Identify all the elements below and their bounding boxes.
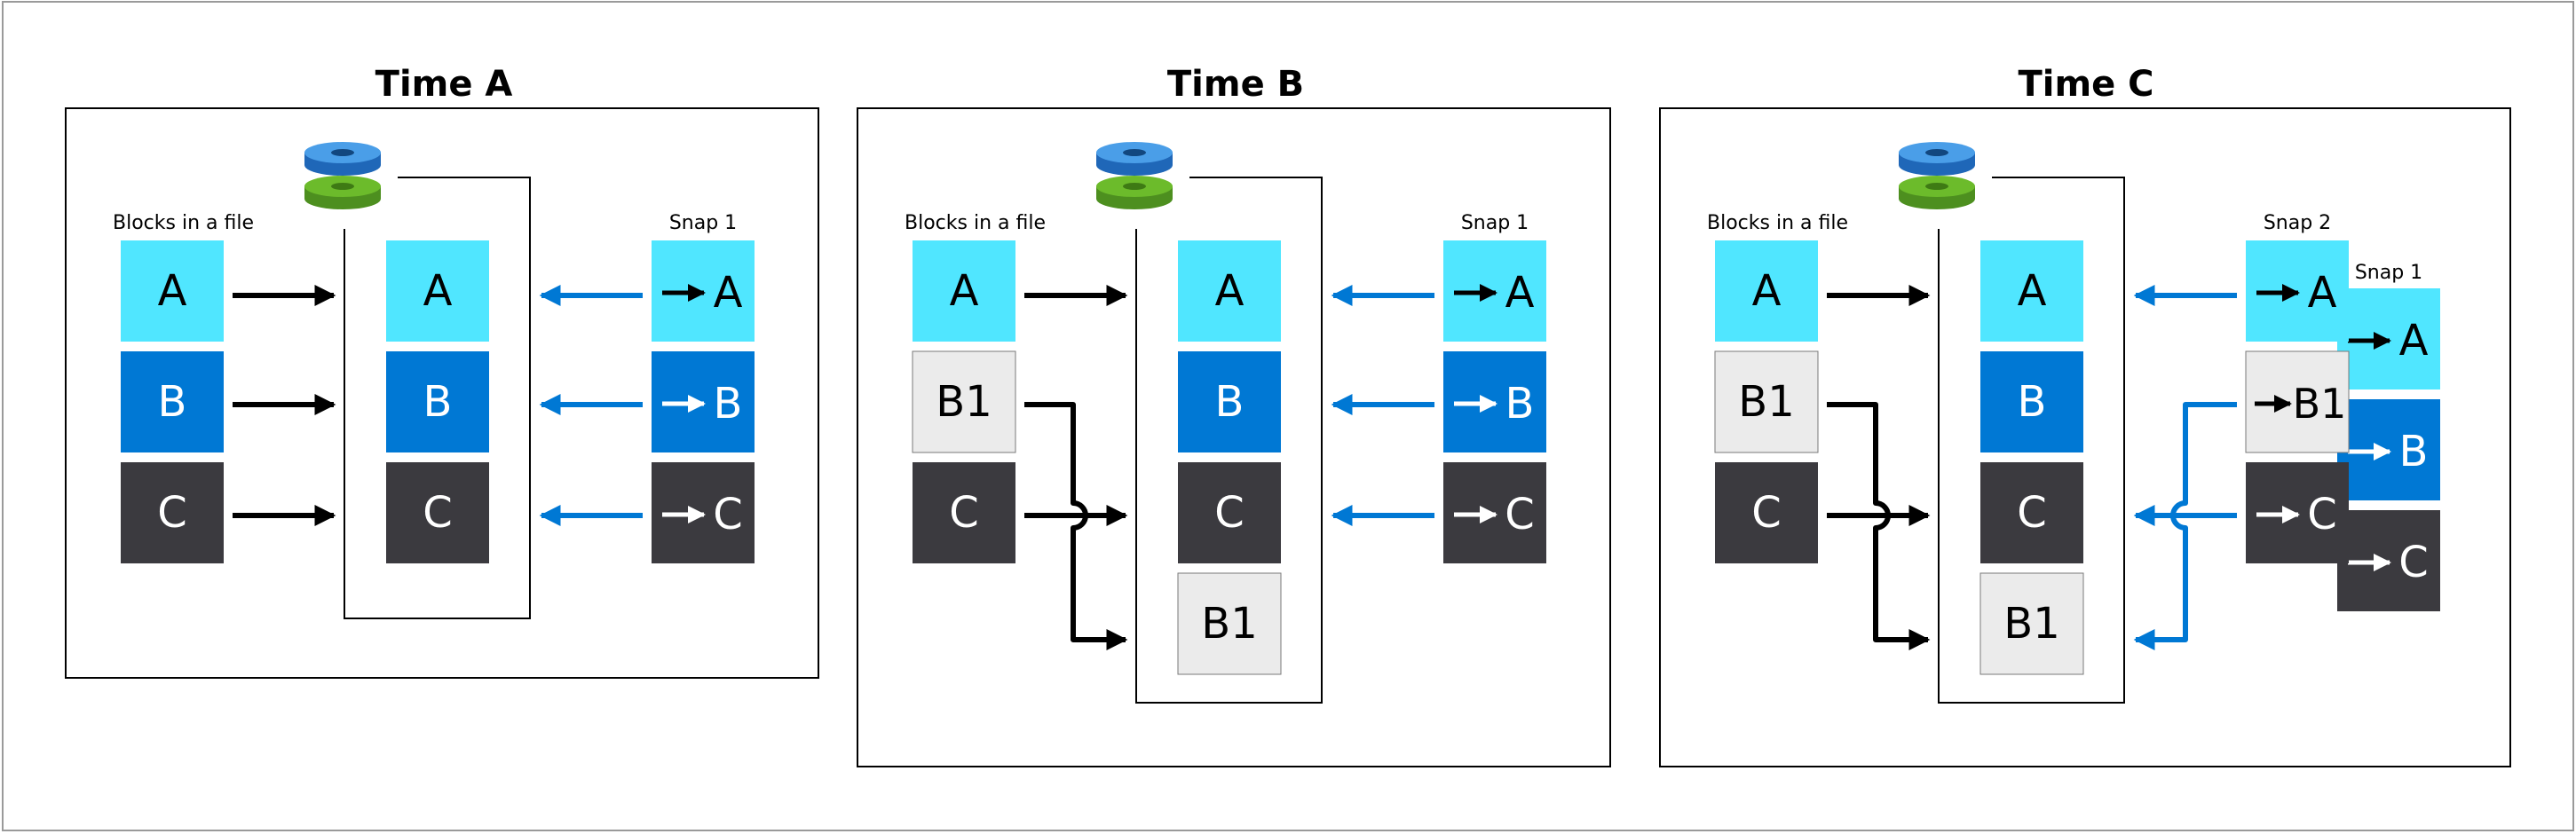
snap-block-a-label: A — [1505, 268, 1535, 318]
storage-block-c-label: C — [2017, 488, 2047, 538]
blocks-in-file-label: Blocks in a file — [905, 212, 1046, 234]
file-block-c — [913, 462, 1015, 563]
storage-bracket — [1938, 177, 2125, 704]
file-block-c — [1715, 462, 1818, 563]
file-block-b — [121, 351, 224, 452]
storage-block-b1 — [1979, 572, 2084, 675]
storage-block-b1-label: B1 — [1201, 599, 1257, 649]
storage-block-a — [386, 240, 489, 342]
snap-block-c-label: C — [713, 490, 743, 539]
storage-block-a-label: A — [423, 266, 453, 316]
storage-block-b-label: B — [423, 377, 453, 427]
storage-disk-icon — [1096, 142, 1173, 209]
storage-block-b1 — [1177, 572, 1282, 675]
storage-disk-icon — [304, 142, 381, 209]
storage-block-b — [386, 351, 489, 452]
snap1-block-a-label: A — [2399, 316, 2429, 366]
panel-title: Time B — [1167, 64, 1304, 105]
storage-block-b1-label: B1 — [2003, 599, 2059, 649]
file-block-c-label: C — [1751, 488, 1782, 538]
snap2-block-b1-label: B1 — [2293, 380, 2347, 428]
snap-label: Snap 1 — [669, 212, 737, 234]
snap1-block-c-label: C — [2398, 538, 2429, 587]
snap-block-b-label: B — [714, 379, 743, 429]
storage-block-a — [1178, 240, 1281, 342]
file-block-a-label: A — [1752, 266, 1782, 316]
storage-block-b-label: B — [1215, 377, 1245, 427]
file-block-b1-label: B1 — [936, 377, 992, 427]
blocks-in-file-label: Blocks in a file — [1707, 212, 1848, 234]
snap-block-b-label: B — [1505, 379, 1535, 429]
panel-time-a: Time A Blocks in a file Snap 1 A B C A B… — [65, 64, 819, 679]
file-block-a-label: A — [158, 266, 187, 316]
storage-block-a — [1980, 240, 2083, 342]
storage-block-c-label: C — [423, 488, 453, 538]
storage-block-b — [1178, 351, 1281, 452]
panel-title: Time A — [375, 64, 513, 105]
storage-bracket — [344, 177, 531, 619]
storage-block-a-label: A — [2018, 266, 2047, 316]
storage-block-c — [1178, 462, 1281, 563]
snap-1-label: Snap 1 — [2355, 262, 2422, 284]
snap-block-a-label: A — [714, 268, 743, 318]
storage-block-c-label: C — [1214, 488, 1245, 538]
snap-label: Snap 1 — [1461, 212, 1529, 234]
snap2-block-a-label: A — [2308, 268, 2337, 318]
file-block-a-label: A — [950, 266, 979, 316]
snap1-block-b-label: B — [2399, 427, 2429, 476]
blocks-in-file-label: Blocks in a file — [113, 212, 254, 234]
file-block-b1 — [912, 350, 1016, 453]
panel-time-b: Time B Blocks in a file Snap 1 A B1 C A … — [857, 64, 1611, 767]
storage-block-b — [1980, 351, 2083, 452]
storage-block-a-label: A — [1215, 266, 1245, 316]
storage-block-c — [386, 462, 489, 563]
file-block-a — [1715, 240, 1818, 342]
file-block-b-label: B — [158, 377, 187, 427]
file-block-a — [913, 240, 1015, 342]
file-block-b1-label: B1 — [1738, 377, 1794, 427]
snap-block-c-label: C — [1505, 490, 1535, 539]
file-block-c — [121, 462, 224, 563]
storage-block-b-label: B — [2018, 377, 2047, 427]
storage-bracket — [1135, 177, 1323, 704]
file-block-c-label: C — [157, 488, 187, 538]
file-block-a — [121, 240, 224, 342]
file-block-c-label: C — [949, 488, 979, 538]
storage-block-c — [1980, 462, 2083, 563]
file-block-b1 — [1714, 350, 1819, 453]
storage-disk-icon — [1899, 142, 1975, 209]
panel-time-c: Time C Blocks in a file Snap 2 A B1 C A … — [1659, 64, 2511, 767]
snap-2-label: Snap 2 — [2264, 212, 2331, 234]
snap2-block-c-label: C — [2307, 490, 2337, 539]
panel-title: Time C — [2018, 64, 2153, 105]
